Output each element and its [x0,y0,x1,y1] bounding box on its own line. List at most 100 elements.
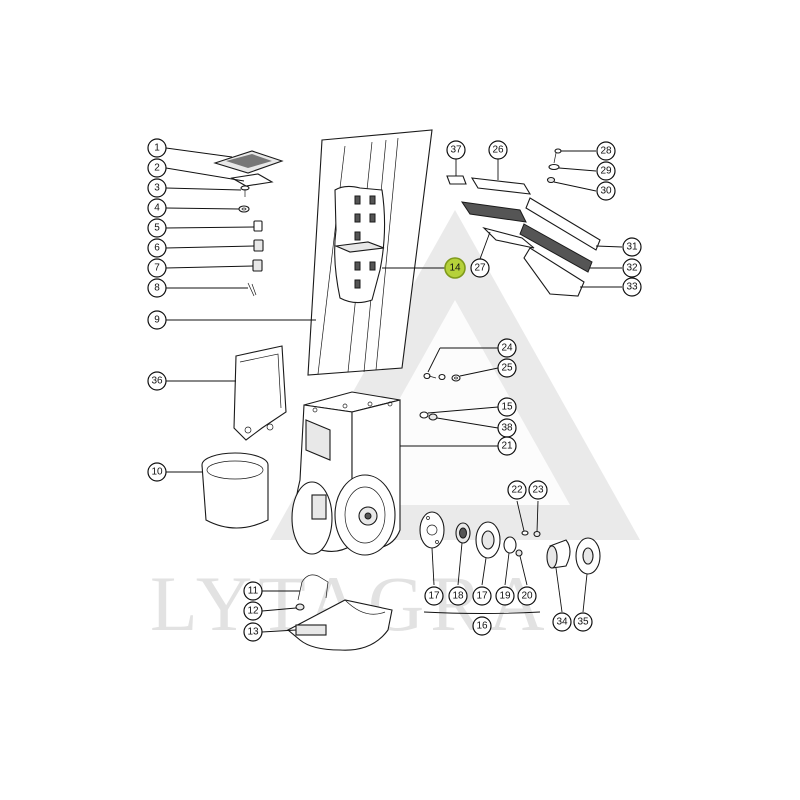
callout-23-label: 23 [532,485,544,496]
callout-24[interactable]: 24 [497,338,517,358]
callout-32[interactable]: 32 [622,258,642,278]
callout-11-label: 11 [248,586,259,597]
part-22-drawing [521,530,529,536]
callout-6[interactable]: 6 [147,238,167,258]
part-30-drawing [546,176,556,184]
part-10-drawing [201,452,269,529]
callout-22-label: 22 [511,485,523,496]
callout-10[interactable]: 10 [147,462,167,482]
part-26-drawing [470,177,532,195]
callout-3-label: 3 [154,183,160,194]
part-21-drawing [291,391,401,556]
part-7-drawing [252,259,263,272]
callout-26[interactable]: 26 [488,140,508,160]
callout-14-label: 14 [449,263,461,274]
callout-19[interactable]: 19 [495,586,515,606]
callout-8[interactable]: 8 [147,278,167,298]
part-38-drawing [428,413,438,421]
callout-33-label: 33 [626,282,638,293]
callout-2-label: 2 [154,163,160,174]
callout-29[interactable]: 29 [596,161,616,181]
callout-7-label: 7 [154,263,160,274]
callout-7[interactable]: 7 [147,258,167,278]
callout-15-label: 15 [501,402,513,413]
callout-20[interactable]: 20 [517,586,537,606]
callout-4[interactable]: 4 [147,198,167,218]
callout-17-second-label: 17 [476,591,488,602]
callout-4-label: 4 [154,203,160,214]
part-19-drawing [503,536,517,554]
part-11-drawing [297,574,329,601]
callout-1-label: 1 [154,143,160,154]
callout-37-label: 37 [450,145,462,156]
callout-35[interactable]: 35 [573,612,593,632]
part-5-drawing [253,220,263,232]
part-13-drawing [287,599,393,651]
part-32-drawing [519,223,593,273]
callout-14-highlighted[interactable]: 14 [444,257,466,279]
part-17a-drawing [419,511,445,549]
part-25-drawing [438,373,461,382]
callout-30[interactable]: 30 [596,181,616,201]
part-34-drawing [546,539,571,569]
callout-13-label: 13 [247,627,259,638]
callout-33[interactable]: 33 [622,277,642,297]
part-37-drawing [446,175,467,185]
callout-12[interactable]: 12 [243,601,263,621]
callout-17-second[interactable]: 17 [472,586,492,606]
part-6-drawing [253,239,264,252]
callout-26-label: 26 [492,145,504,156]
callout-24-label: 24 [501,343,513,354]
part-12-drawing [295,603,305,611]
part-4-drawing [238,205,250,213]
callout-37[interactable]: 37 [446,140,466,160]
part-9-drawing [307,129,433,376]
callout-15[interactable]: 15 [497,397,517,417]
callout-10-label: 10 [151,467,163,478]
callout-17-first-label: 17 [428,591,440,602]
callout-18[interactable]: 18 [448,586,468,606]
callout-27[interactable]: 27 [470,258,490,278]
callout-32-label: 32 [626,263,638,274]
part-33-drawing [523,247,585,297]
part-29-drawing [548,163,560,171]
part-3-drawing [240,185,250,197]
callout-12-label: 12 [247,606,259,617]
callout-5[interactable]: 5 [147,218,167,238]
part-23-drawing [533,530,541,538]
part-36-drawing [233,345,287,441]
part-8-drawing [247,282,257,297]
callout-16[interactable]: 16 [472,616,492,636]
callout-31-label: 31 [626,242,638,253]
callout-36[interactable]: 36 [147,371,167,391]
callout-34-label: 34 [556,617,568,628]
callout-8-label: 8 [154,283,160,294]
callout-17-first[interactable]: 17 [424,586,444,606]
part-35-drawing [575,537,601,575]
callout-35-label: 35 [577,617,589,628]
callout-16-label: 16 [476,621,488,632]
callout-13[interactable]: 13 [243,622,263,642]
callout-29-label: 29 [600,166,612,177]
callout-31[interactable]: 31 [622,237,642,257]
callout-25[interactable]: 25 [497,358,517,378]
callout-21[interactable]: 21 [497,436,517,456]
callout-1[interactable]: 1 [147,138,167,158]
part-24-drawing [423,372,437,380]
callout-38-label: 38 [501,423,513,434]
callout-9[interactable]: 9 [147,310,167,330]
callout-34[interactable]: 34 [552,612,572,632]
callout-11[interactable]: 11 [243,581,263,601]
callout-27-label: 27 [474,263,486,274]
callout-28[interactable]: 28 [596,141,616,161]
callout-22[interactable]: 22 [507,480,527,500]
part-18-drawing [455,522,471,544]
callout-3[interactable]: 3 [147,178,167,198]
callout-38[interactable]: 38 [497,418,517,438]
callout-36-label: 36 [151,376,163,387]
callout-25-label: 25 [501,363,513,374]
callout-30-label: 30 [600,186,612,197]
callout-2[interactable]: 2 [147,158,167,178]
callout-23[interactable]: 23 [528,480,548,500]
part-15-drawing [419,411,429,419]
